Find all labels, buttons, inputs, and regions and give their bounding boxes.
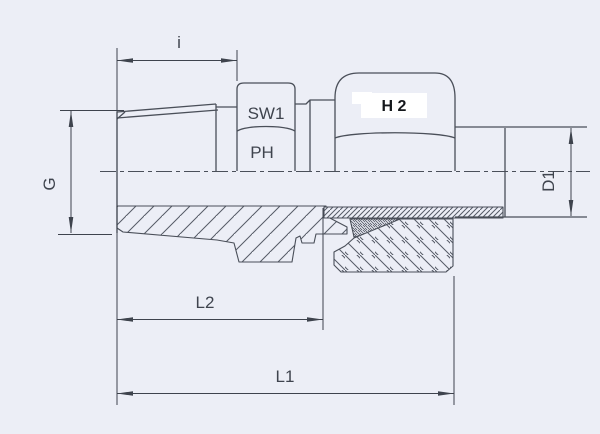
label-d1: D1: [539, 170, 558, 192]
arrowhead-right: [221, 58, 237, 63]
arrowhead-up: [68, 111, 74, 127]
dimension-l1: L1: [117, 276, 455, 405]
label-ph: PH: [250, 143, 274, 162]
nut-outline: [334, 72, 456, 171]
label-h2[interactable]: H 2: [382, 98, 407, 115]
arrowhead-up: [568, 128, 574, 144]
section-hatching: [116, 205, 504, 273]
dimension-i: i: [116, 33, 238, 405]
arrowhead-down: [568, 200, 574, 216]
arrowhead-right: [438, 391, 454, 396]
h2-label-box: [361, 93, 427, 118]
body-outline: [116, 72, 587, 233]
arrowhead-left: [117, 58, 133, 63]
label-l1: L1: [276, 367, 295, 386]
label-l2: L2: [196, 293, 215, 312]
nut-facet-line: [334, 132, 456, 139]
taper-thread-root-line: [116, 109, 219, 119]
taper-thread-crest-line: [116, 103, 217, 113]
dimension-l2: L2: [117, 208, 324, 330]
arrowhead-left: [117, 317, 133, 322]
h2-label-overlay[interactable]: H 2: [352, 92, 427, 118]
arrowhead-down: [68, 217, 74, 233]
neck2-lines: [295, 99, 335, 171]
dimension-g: G: [40, 110, 124, 235]
arrowhead-left: [117, 391, 133, 396]
label-sw1: SW1: [248, 104, 285, 123]
hex-outline: [236, 82, 296, 171]
nut-section: [333, 218, 454, 273]
label-i: i: [177, 33, 181, 52]
label-g: G: [40, 177, 59, 190]
thread-chamfer-line: [116, 111, 126, 120]
arrowhead-right: [307, 317, 323, 322]
dimension-d1: D1: [539, 128, 574, 216]
body-section: [116, 205, 348, 263]
tube-wall-section: [323, 206, 504, 219]
hex-facet-line: [236, 125, 296, 132]
